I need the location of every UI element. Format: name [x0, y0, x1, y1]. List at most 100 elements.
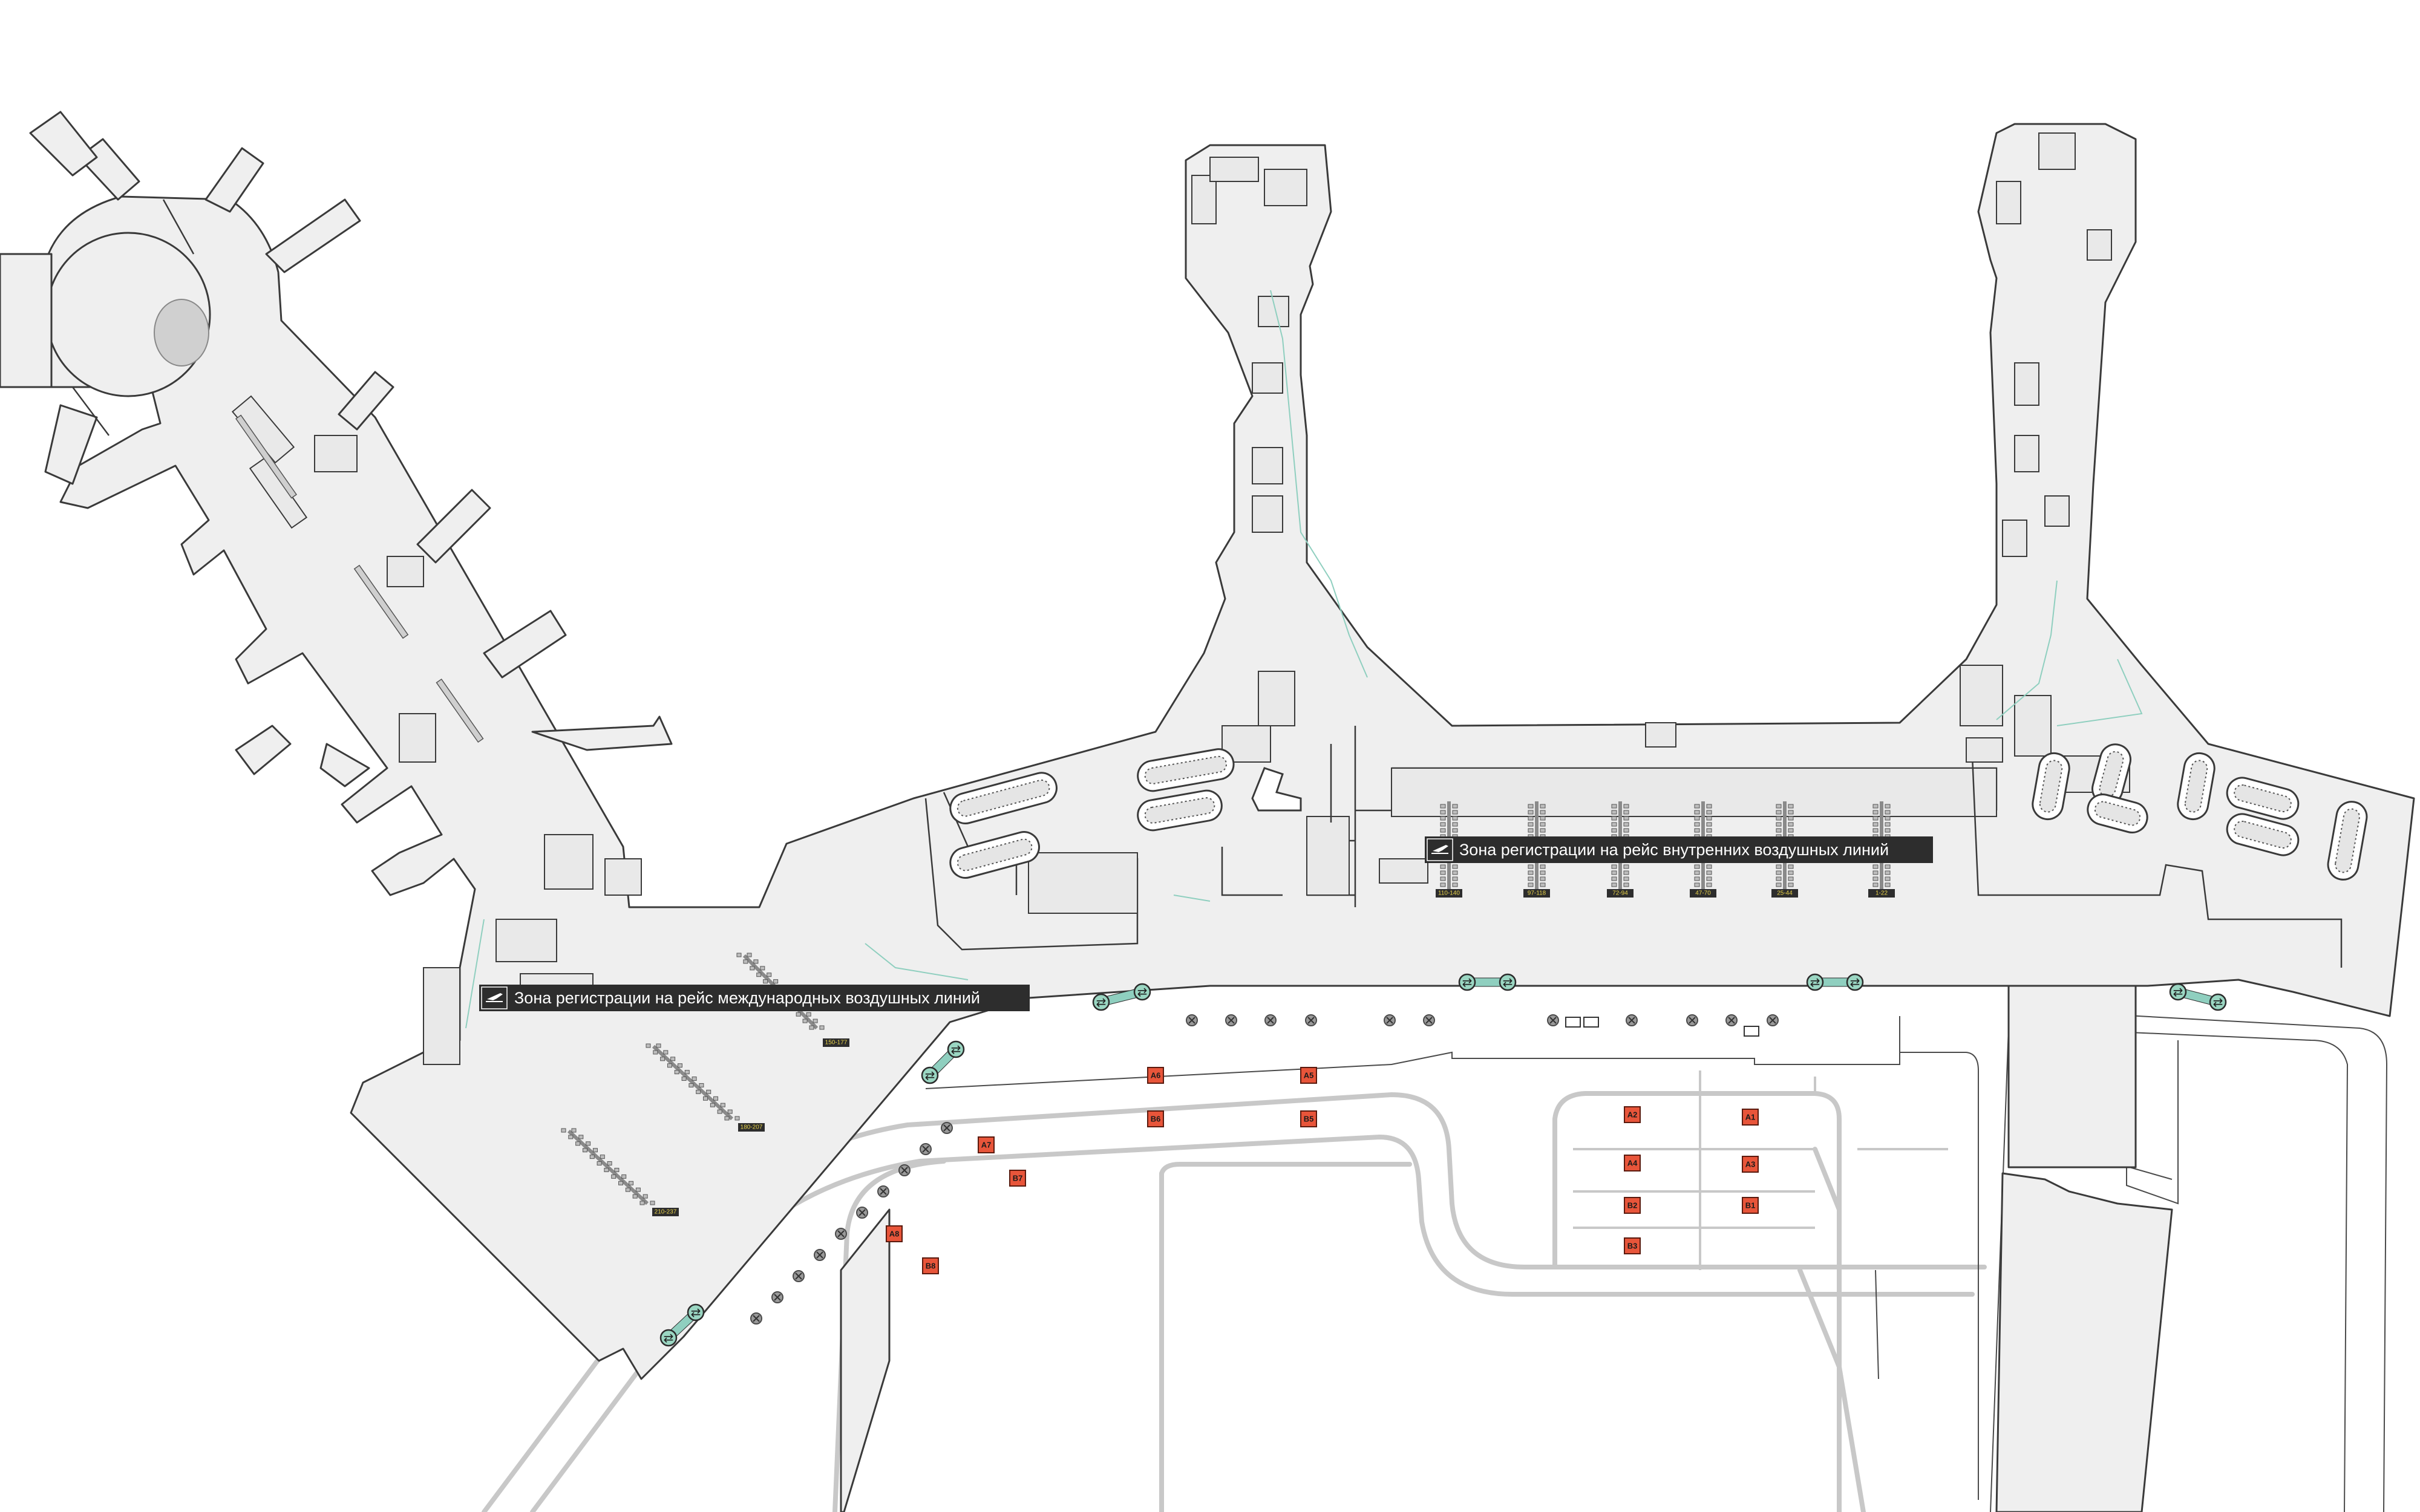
exit-gate[interactable]: ⇄⇄	[1806, 973, 1864, 991]
bus-stop-icon	[1686, 1014, 1698, 1026]
bus-stop-icon	[1384, 1014, 1396, 1026]
counter-range-text: 210-237	[655, 1209, 677, 1216]
svg-text:⇄: ⇄	[925, 1068, 935, 1083]
exit-icon: ⇄	[2209, 993, 2227, 1011]
svg-text:⇄: ⇄	[951, 1042, 961, 1057]
bus-stop-icon	[793, 1270, 805, 1282]
parking-spot-label: В8	[926, 1262, 936, 1271]
parking-spot: А7	[978, 1136, 995, 1153]
airplane-takeoff-icon	[486, 993, 503, 1002]
counter-range-tag: 72-94	[1607, 889, 1634, 898]
bus-stop-icon	[1547, 1014, 1559, 1026]
parking-spot-label: А4	[1627, 1159, 1638, 1168]
bus-stops	[750, 1014, 1779, 1325]
counter-tags: 110-140 97-118 72-94 47-70 25-44 1-22 150-177 1…	[652, 889, 1895, 1216]
exit-gate[interactable]: ⇄⇄	[1458, 973, 1517, 991]
parking-spot-label: А3	[1745, 1160, 1756, 1169]
exit-icon: ⇄	[1846, 973, 1864, 991]
parking-spot-label: В6	[1151, 1115, 1161, 1124]
counter-range-text: 72-94	[1612, 890, 1628, 897]
counter-range-text: 47-70	[1695, 890, 1711, 897]
airplane-takeoff-icon	[1431, 845, 1448, 854]
international-counter-rows	[561, 953, 825, 1205]
parking-spot: А4	[1624, 1155, 1641, 1171]
exit-gate[interactable]: ⇄⇄	[2169, 983, 2227, 1011]
bus-stop-icon	[1186, 1014, 1198, 1026]
exit-icon: ⇄	[1458, 973, 1476, 991]
apron-buildings	[840, 985, 2173, 1512]
parking-spot: В7	[1009, 1170, 1026, 1187]
bus-stop-icon	[856, 1207, 868, 1219]
bus-stop-icon	[1264, 1014, 1277, 1026]
counter-range-tag: 150-177	[823, 1038, 849, 1047]
exit-gate[interactable]: ⇄⇄	[659, 1303, 705, 1347]
counter-range-text: 150-177	[825, 1040, 848, 1046]
svg-text:⇄: ⇄	[1462, 975, 1473, 989]
svg-text:⇄: ⇄	[664, 1331, 674, 1345]
exit-gate[interactable]: ⇄⇄	[921, 1040, 965, 1084]
svg-text:⇄: ⇄	[1503, 975, 1513, 989]
counter-range-text: 1-22	[1876, 890, 1888, 897]
parking-spot-label: В5	[1304, 1115, 1314, 1124]
counter-range-text: 25-44	[1777, 890, 1793, 897]
exit-gate[interactable]: ⇄⇄	[1092, 983, 1151, 1011]
parking-spot: В2	[1624, 1197, 1641, 1214]
exit-icon: ⇄	[1499, 973, 1517, 991]
counter-row	[561, 1128, 655, 1205]
counter-range-tag: 110-140	[1436, 889, 1462, 898]
svg-text:⇄: ⇄	[1810, 975, 1820, 989]
svg-text:⇄: ⇄	[1096, 995, 1107, 1009]
parking-spot-label: А6	[1151, 1071, 1161, 1080]
parking-spot: В8	[922, 1257, 939, 1274]
svg-text:⇄: ⇄	[1137, 985, 1148, 999]
svg-text:⇄: ⇄	[1850, 975, 1860, 989]
bus-stop-icon	[1305, 1014, 1317, 1026]
interior-walls	[72, 132, 2343, 1065]
exit-icon: ⇄	[921, 1066, 939, 1084]
parking-spot: В1	[1742, 1197, 1759, 1214]
domestic-zone-text: Зона регистрации на рейс внутренних возд…	[1459, 841, 1889, 859]
bus-stop-icon	[898, 1164, 911, 1176]
counter-range-tag: 97-118	[1523, 889, 1550, 898]
counter-range-tag: 1-22	[1868, 889, 1895, 898]
kiosk	[1744, 1026, 1759, 1037]
counter-range-text: 110-140	[1438, 890, 1460, 897]
parking-spot: А5	[1300, 1067, 1317, 1084]
parking-spot-label: А5	[1304, 1071, 1314, 1080]
counter-range-text: 180-207	[741, 1124, 763, 1131]
parking-spot: А1	[1742, 1109, 1759, 1126]
svg-text:⇄: ⇄	[2213, 995, 2223, 1009]
exits: ⇄⇄⇄⇄⇄⇄⇄⇄⇄⇄⇄⇄	[659, 973, 2227, 1347]
parking-spot: А8	[886, 1225, 903, 1242]
kiosk	[1583, 1017, 1599, 1028]
svg-text:⇄: ⇄	[691, 1305, 701, 1320]
exit-icon: ⇄	[687, 1303, 705, 1321]
bus-stop-icon	[1767, 1014, 1779, 1026]
parking-spot: В5	[1300, 1110, 1317, 1127]
international-zone-label: Зона регистрации на рейс международных в…	[479, 985, 1030, 1011]
counter-range-tag: 47-70	[1690, 889, 1716, 898]
counter-range-tag: 25-44	[1771, 889, 1798, 898]
exit-icon: ⇄	[1806, 973, 1824, 991]
parking-spot-label: А1	[1745, 1113, 1756, 1122]
parking-spot-label: В1	[1745, 1201, 1756, 1210]
counter-range-text: 97-118	[1528, 890, 1546, 897]
bus-stop-icon	[1225, 1014, 1237, 1026]
counter-row	[646, 1043, 740, 1121]
parking-spot-label: А7	[981, 1141, 992, 1150]
international-zone-text: Зона регистрации на рейс международных в…	[514, 989, 980, 1007]
bus-stop-icon	[941, 1122, 953, 1134]
parking-spot: А6	[1147, 1067, 1164, 1084]
parking-spot-label: А2	[1627, 1110, 1638, 1119]
exit-icon: ⇄	[659, 1329, 678, 1347]
counter-range-tag: 180-207	[738, 1123, 765, 1132]
domestic-zone-label: Зона регистрации на рейс внутренних возд…	[1425, 836, 1933, 863]
bus-stop-icon	[750, 1312, 762, 1325]
bus-stop-icon	[1725, 1014, 1738, 1026]
parking-spot-label: В3	[1627, 1242, 1638, 1251]
bus-stop-icon	[814, 1249, 826, 1261]
exit-icon: ⇄	[947, 1040, 965, 1058]
baggage-carousels	[949, 743, 2368, 881]
